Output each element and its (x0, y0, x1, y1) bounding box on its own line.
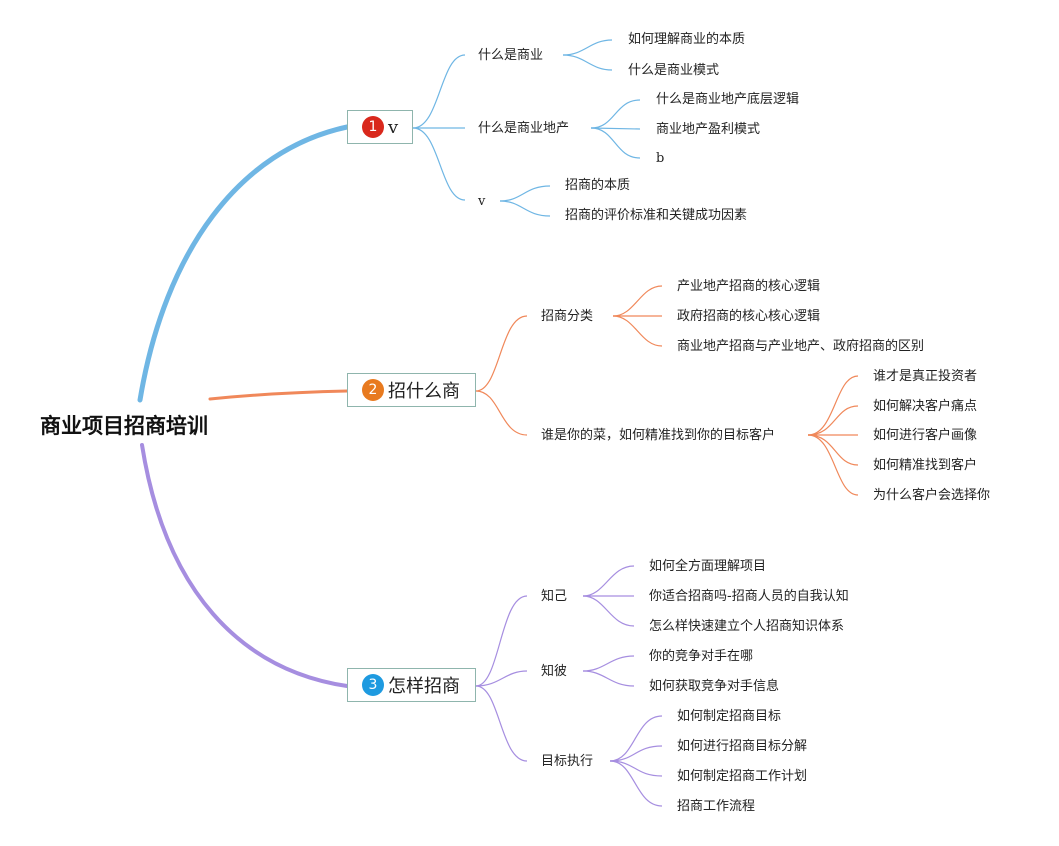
leaf-3-3-1[interactable]: 如何制定招商目标 (677, 709, 782, 724)
branch-node-3[interactable]: 3 怎样招商 (347, 668, 476, 702)
link-3-2-b (582, 670, 635, 687)
link-2-1 (475, 315, 528, 392)
link-1-2-b (590, 127, 641, 130)
branch-label-3: 怎样招商 (388, 676, 460, 697)
branch-label-1: v (388, 116, 399, 138)
root-link-3 (140, 443, 349, 688)
leaf-2-2-4[interactable]: 如何精准找到客户 (873, 458, 978, 473)
link-1-1-a (562, 39, 613, 56)
link-3-3-b (609, 745, 663, 762)
link-3-1 (475, 595, 528, 687)
leaf-1-3-2[interactable]: 招商的评价标准和关键成功因素 (565, 208, 748, 223)
link-3-2 (475, 670, 528, 687)
leaf-3-3-4[interactable]: 招商工作流程 (677, 799, 756, 814)
link-3-3 (475, 685, 528, 762)
root-link-1 (137, 124, 350, 403)
subtopic-2-2[interactable]: 谁是你的菜，如何精准找到你的目标客户 (541, 428, 776, 443)
link-3-2-a (582, 655, 635, 672)
number-badge-3: 3 (362, 674, 384, 696)
leaf-1-3-1[interactable]: 招商的本质 (565, 178, 631, 193)
branch-label-2: 招什么商 (388, 381, 460, 402)
subtopic-1-1[interactable]: 什么是商业 (478, 48, 544, 63)
link-2-1-a (612, 285, 663, 317)
subtopic-3-1[interactable]: 知己 (541, 589, 568, 604)
link-1-1 (412, 54, 466, 129)
link-1-3-a (499, 185, 551, 202)
root-topic[interactable]: 商业项目招商培训 (40, 414, 208, 438)
leaf-2-2-1[interactable]: 谁才是真正投资者 (873, 369, 978, 384)
leaf-3-1-2[interactable]: 你适合招商吗-招商人员的自我认知 (649, 589, 849, 604)
branch-node-1[interactable]: 1 v (347, 110, 413, 144)
link-2-2-b (807, 405, 859, 436)
link-1-2-c (590, 127, 641, 159)
leaf-1-1-1[interactable]: 如何理解商业的本质 (628, 32, 746, 47)
subtopic-2-1[interactable]: 招商分类 (541, 309, 594, 324)
leaf-2-1-3[interactable]: 商业地产招商与产业地产、政府招商的区别 (677, 339, 925, 354)
leaf-3-1-3[interactable]: 怎么样快速建立个人招商知识体系 (649, 619, 845, 634)
link-3-3-c (609, 760, 663, 777)
subtopic-1-2[interactable]: 什么是商业地产 (478, 121, 570, 136)
leaf-3-2-1[interactable]: 你的竞争对手在哪 (649, 649, 754, 664)
link-3-1-a (582, 565, 635, 597)
link-1-2-a (590, 99, 641, 129)
subtopic-1-3[interactable]: v (478, 194, 486, 209)
leaf-3-3-2[interactable]: 如何进行招商目标分解 (677, 739, 808, 754)
leaf-3-1-1[interactable]: 如何全方面理解项目 (649, 559, 767, 574)
link-3-3-d (609, 760, 663, 807)
link-2-2-a (807, 375, 859, 436)
branch-node-2[interactable]: 2 招什么商 (347, 373, 476, 407)
leaf-2-2-5[interactable]: 为什么客户会选择你 (873, 488, 991, 503)
leaf-3-2-2[interactable]: 如何获取竞争对手信息 (649, 679, 780, 694)
leaf-2-2-3[interactable]: 如何进行客户画像 (873, 428, 978, 443)
subtopic-3-2[interactable]: 知彼 (541, 664, 568, 679)
link-3-3-a (609, 715, 663, 762)
subtopic-3-3[interactable]: 目标执行 (541, 754, 594, 769)
link-3-1-c (582, 595, 635, 627)
leaf-1-2-1[interactable]: 什么是商业地产底层逻辑 (656, 92, 800, 107)
leaf-3-3-3[interactable]: 如何制定招商工作计划 (677, 769, 808, 784)
link-2-2-e (807, 434, 859, 496)
leaf-1-2-3[interactable]: b (656, 151, 665, 166)
link-1-1-b (562, 54, 613, 71)
leaf-1-2-2[interactable]: 商业地产盈利模式 (656, 122, 761, 137)
link-1-3-b (499, 200, 551, 217)
leaf-2-1-1[interactable]: 产业地产招商的核心逻辑 (677, 279, 821, 294)
link-1-3 (412, 127, 466, 201)
leaf-1-1-2[interactable]: 什么是商业模式 (628, 63, 720, 78)
link-2-1-c (612, 315, 663, 347)
number-badge-2: 2 (362, 379, 384, 401)
leaf-2-1-2[interactable]: 政府招商的核心核心逻辑 (677, 309, 821, 324)
root-link-2 (208, 389, 349, 401)
number-badge-1: 1 (362, 116, 384, 138)
link-2-2 (475, 390, 528, 436)
leaf-2-2-2[interactable]: 如何解决客户痛点 (873, 399, 978, 414)
